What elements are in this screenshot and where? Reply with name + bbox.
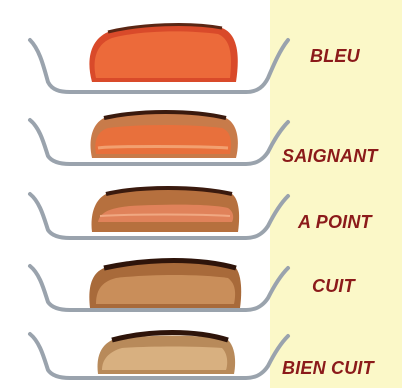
doneness-label-a-point: A POINT [298,212,372,233]
steak-a-point [92,188,240,232]
steak-bien-cuit [98,333,236,375]
doneness-row-bien-cuit: BIEN CUIT [0,318,402,388]
steak-saignant [91,112,238,158]
doneness-label-bien-cuit: BIEN CUIT [282,358,374,379]
doneness-row-cuit: CUIT [0,248,402,318]
doneness-row-a-point: A POINT [0,172,402,248]
steak-cuit [89,261,241,309]
doneness-row-saignant: SAIGNANT [0,96,402,172]
doneness-row-bleu: BLEU [0,0,402,96]
pan-illustration [0,172,402,248]
doneness-label-cuit: CUIT [312,276,355,297]
doneness-label-saignant: SAIGNANT [282,146,378,167]
steak-bleu [89,25,237,82]
doneness-label-bleu: BLEU [310,46,360,67]
